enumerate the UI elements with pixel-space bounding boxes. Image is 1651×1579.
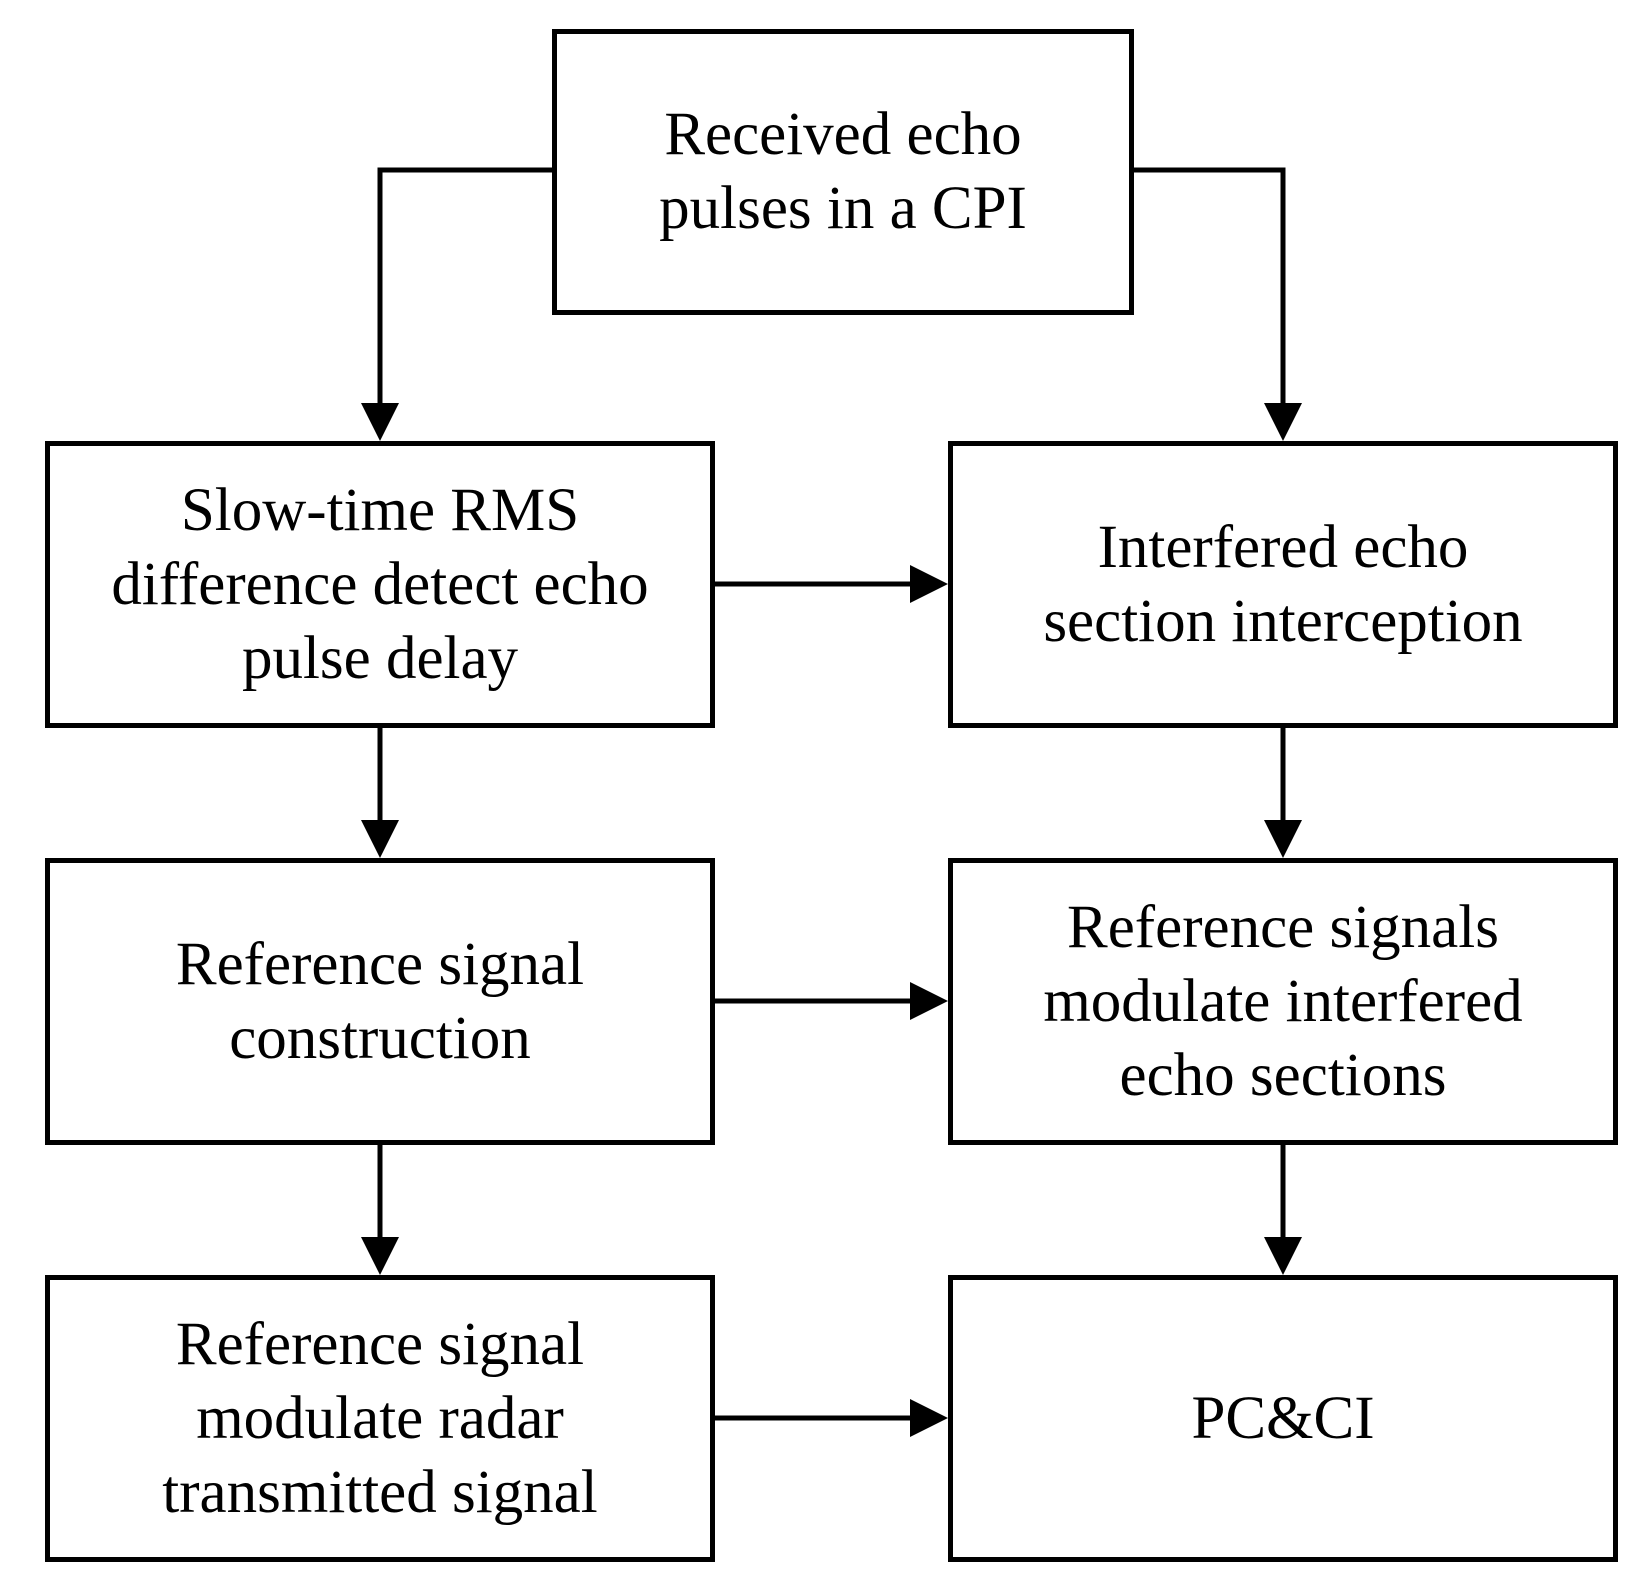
node-label-line: section interception (1043, 587, 1523, 655)
node-label: Reference signal modulate radar transmit… (162, 1308, 597, 1530)
node-label-line: transmitted signal (162, 1458, 598, 1526)
arrowhead-slowtime-to-interfered (910, 565, 948, 603)
node-label-line: modulate interfered (1043, 967, 1523, 1035)
node-label-line: modulate radar (196, 1384, 564, 1452)
node-label-line: Reference signals (1067, 893, 1499, 961)
node-reference-modulate-sections: Reference signals modulate interfered ec… (948, 858, 1618, 1145)
node-label-line: Reference signal (175, 1310, 585, 1378)
edge-received-to-slowtime (377, 167, 552, 405)
node-label: PC&CI (1191, 1382, 1374, 1456)
arrowhead-interfered-to-refmods (1264, 820, 1302, 858)
node-label: Reference signals modulate interfered ec… (1043, 891, 1522, 1113)
node-label: Received echo pulses in a CPI (659, 98, 1027, 246)
node-label: Slow-time RMS difference detect echo pul… (111, 474, 648, 696)
node-label: Reference signal construction (176, 928, 584, 1076)
node-label-line: Received echo (664, 101, 1022, 168)
node-pc-ci: PC&CI (948, 1275, 1618, 1562)
node-label: Interfered echo section interception (1043, 511, 1522, 659)
node-label-line: Interfered echo (1097, 513, 1469, 581)
node-interfered-echo: Interfered echo section interception (948, 441, 1618, 728)
node-label-line: pulse delay (241, 624, 519, 692)
node-label-line: echo sections (1119, 1041, 1447, 1109)
arrowhead-slowtime-to-refcons (361, 820, 399, 858)
arrowhead-refmods-to-pcci (1264, 1237, 1302, 1275)
node-label-line: pulses in a CPI (659, 175, 1027, 242)
node-reference-construction: Reference signal construction (45, 858, 715, 1145)
node-reference-modulate-radar: Reference signal modulate radar transmit… (45, 1275, 715, 1562)
node-slow-time-rms: Slow-time RMS difference detect echo pul… (45, 441, 715, 728)
node-label-line: Reference signal (175, 930, 585, 998)
arrowhead-refcons-to-refmodr (361, 1237, 399, 1275)
node-label-line: difference detect echo (111, 550, 649, 618)
arrowhead-received-to-slowtime (361, 403, 399, 441)
arrowhead-refcons-to-refmods (910, 982, 948, 1020)
edge-received-to-interfered (1134, 167, 1286, 405)
node-label-line: PC&CI (1191, 1384, 1375, 1452)
arrowhead-received-to-interfered (1264, 403, 1302, 441)
arrowhead-refmodr-to-pcci (910, 1399, 948, 1437)
node-label-line: Slow-time RMS (180, 476, 580, 544)
node-label-line: construction (229, 1004, 531, 1072)
node-received-echo: Received echo pulses in a CPI (552, 29, 1134, 315)
